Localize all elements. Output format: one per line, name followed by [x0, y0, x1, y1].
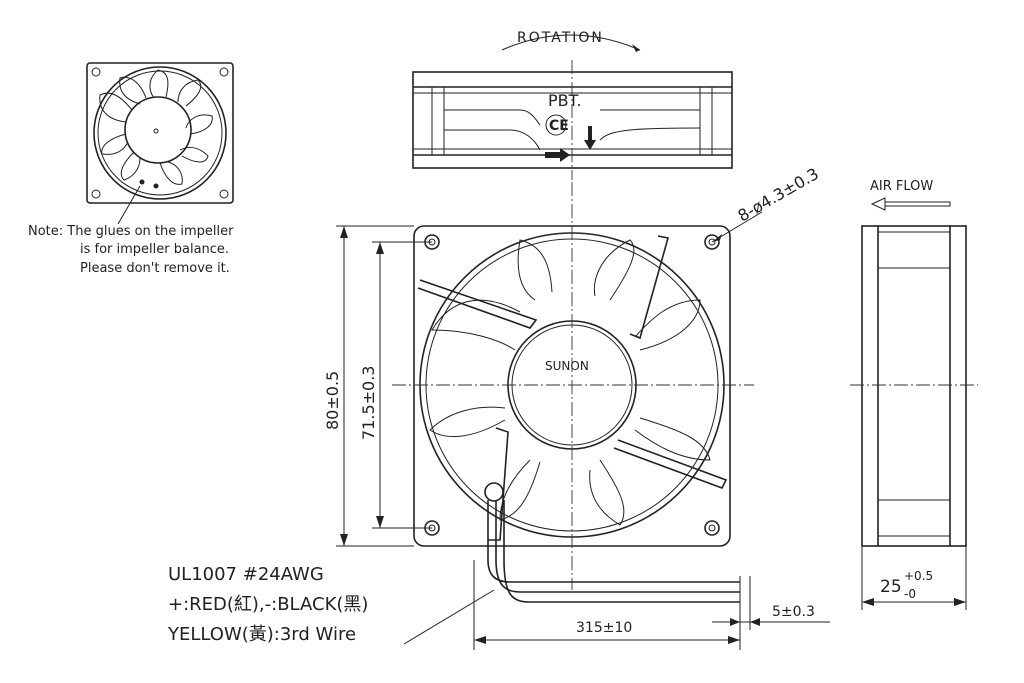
material-label: PBT.: [548, 91, 582, 110]
dim-hole-pitch: 71.5±0.3: [359, 241, 432, 529]
rotation-label: ROTATION: [517, 30, 604, 46]
strip-length-label: 5±0.3: [772, 604, 815, 620]
frame-size-label: 80±0.5: [323, 371, 342, 430]
small-fan-view: [86, 62, 234, 225]
wire-spec-line-3: YELLOW(黃):3rd Wire: [167, 624, 356, 645]
note-line-1: Note: The glues on the impeller: [28, 224, 234, 239]
lead-wires: 315±10 5±0.3: [403, 559, 830, 650]
dim-frame-size: 80±0.5: [323, 225, 414, 547]
thickness-base: 25: [880, 577, 902, 597]
lead-length-label: 315±10: [576, 620, 632, 636]
thickness-upper: +0.5: [904, 569, 933, 583]
thickness-lower: -0: [904, 587, 916, 601]
wire-spec-line-2: +:RED(紅),-:BLACK(黑): [168, 594, 368, 615]
side-view: AIR FLOW 25 +0.5 -0: [850, 179, 978, 610]
brand-label: SUNON: [545, 359, 589, 373]
note-line-3: Please don't remove it.: [80, 261, 230, 276]
note-line-2: is for impeller balance.: [80, 242, 229, 257]
hole-spec: 8-ø4.3±0.3: [735, 164, 822, 225]
wire-spec-line-1: UL1007 #24AWG: [168, 564, 324, 585]
top-view: CE PBT. ROTATION: [412, 30, 733, 180]
hole-pitch-label: 71.5±0.3: [359, 366, 378, 440]
air-flow-label: AIR FLOW: [870, 179, 933, 194]
ce-mark: CE: [549, 118, 569, 134]
main-fan-view: SUNON: [392, 182, 754, 590]
